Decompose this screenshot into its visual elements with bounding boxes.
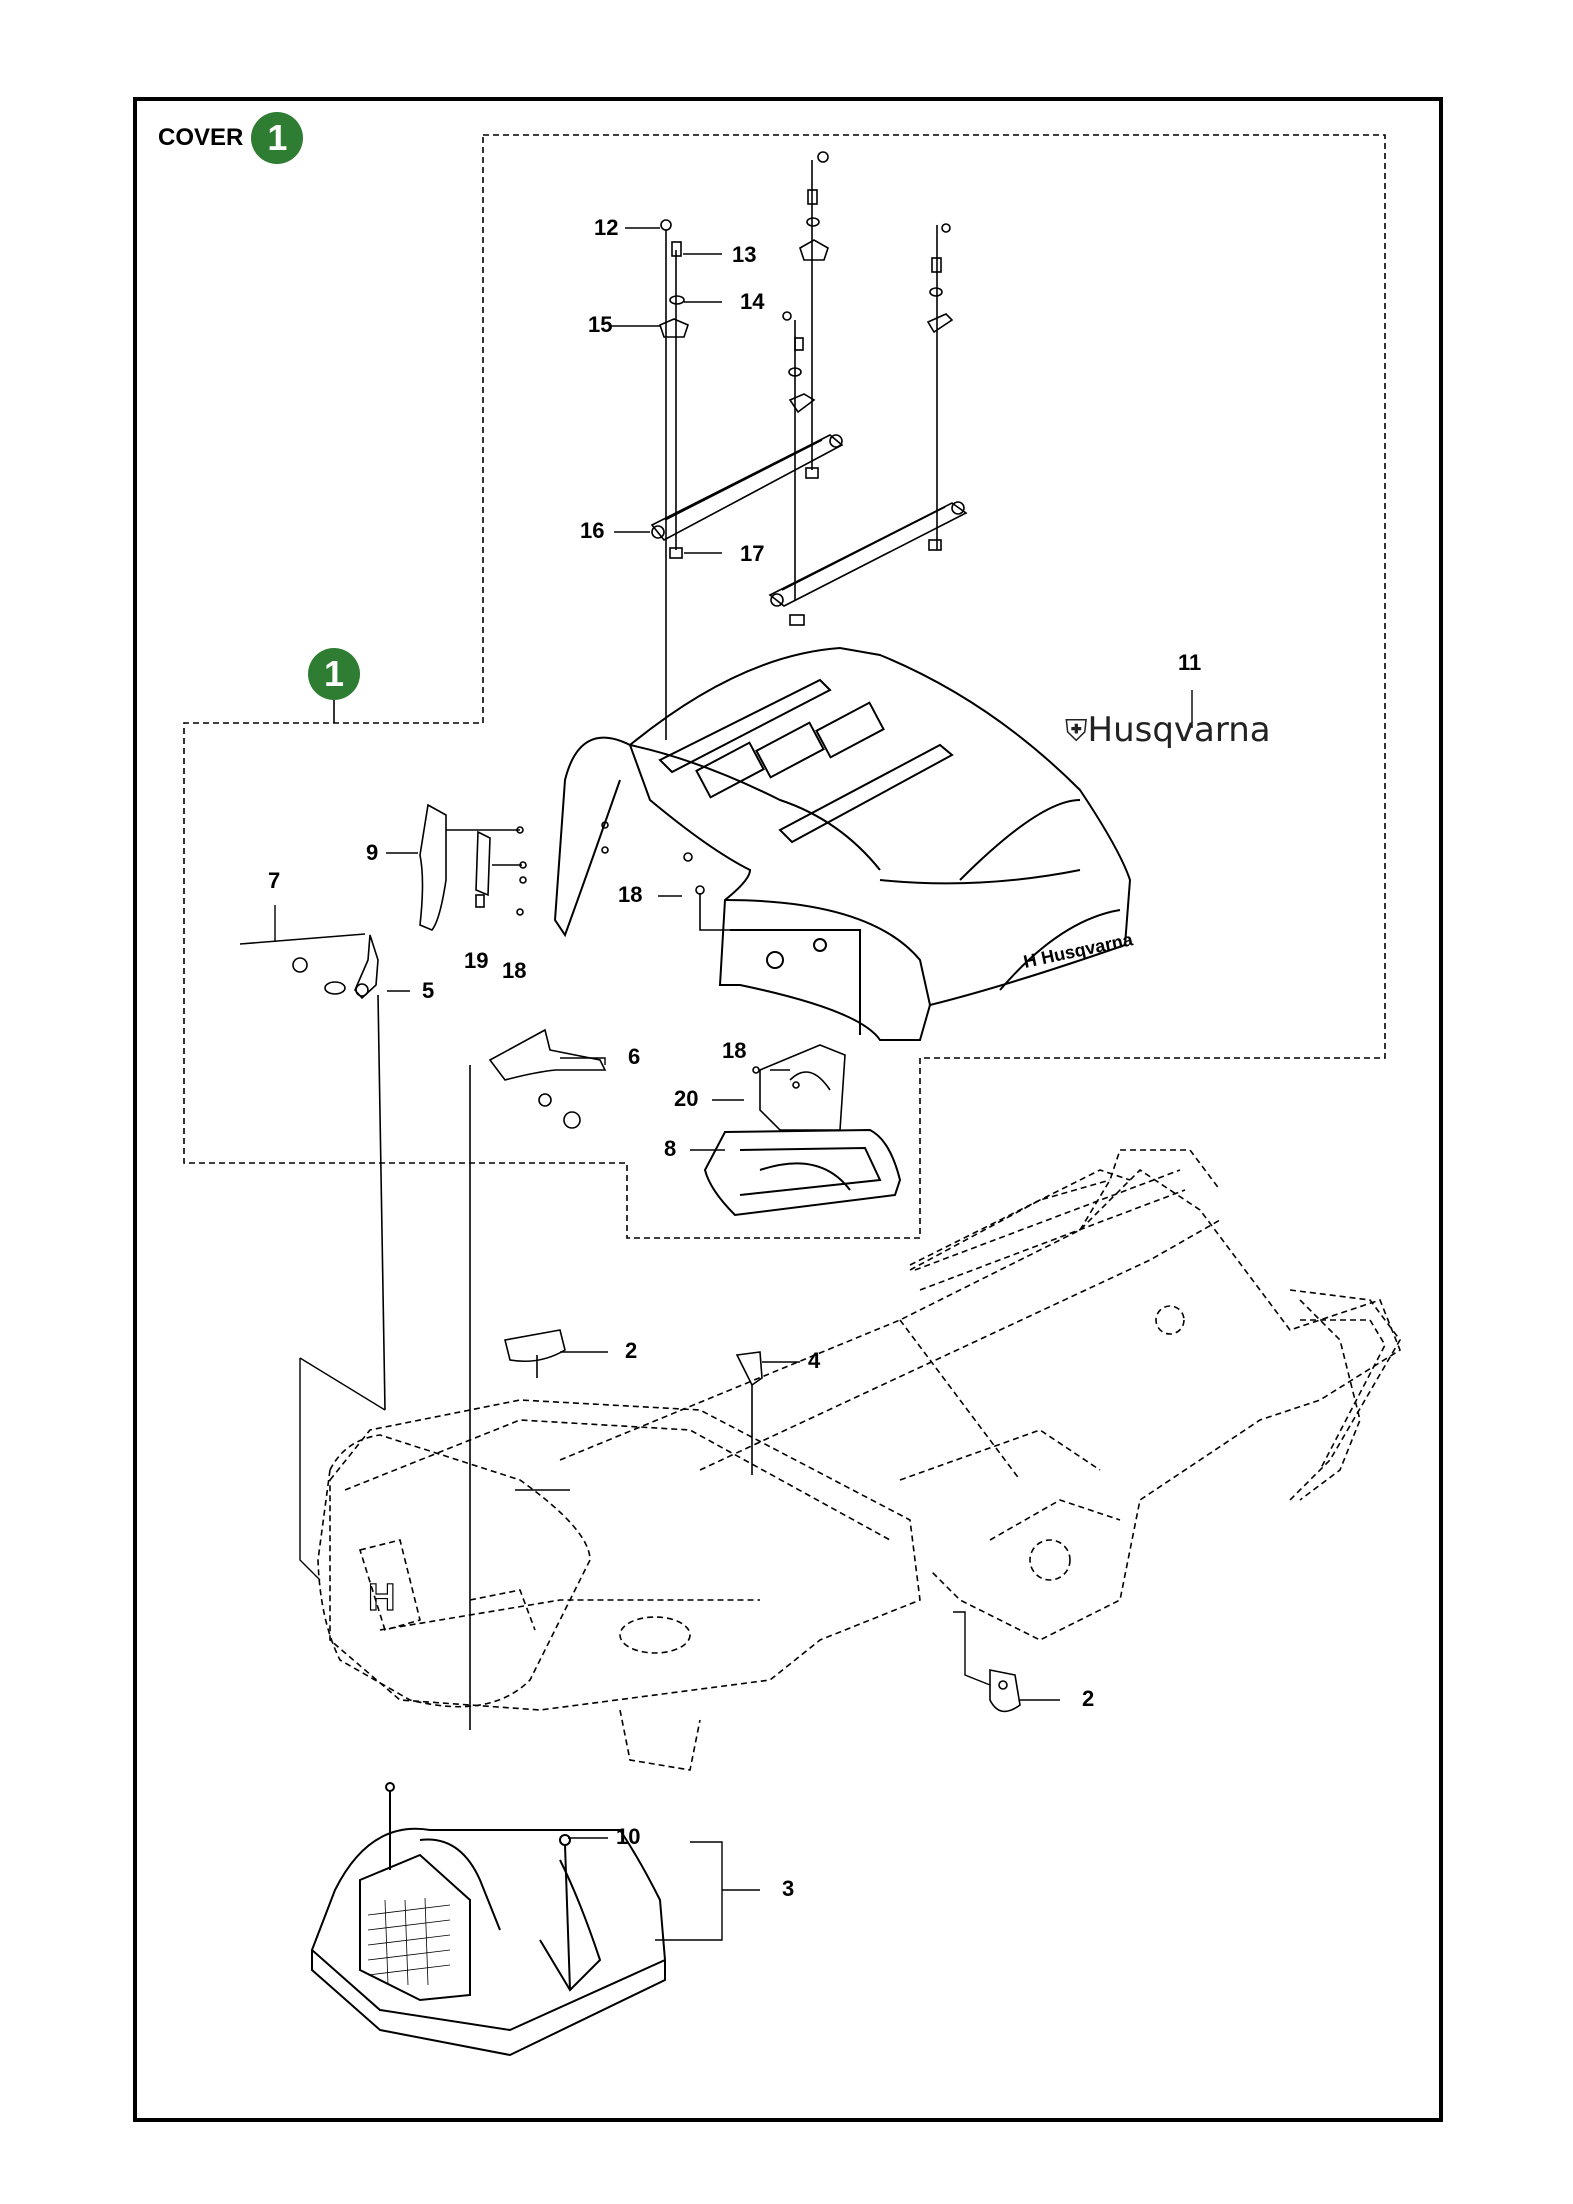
logo-wordmark: Husqvarna [1087, 710, 1271, 750]
leader-lines [274, 227, 1193, 1941]
heading-badge: 1 [251, 112, 304, 164]
clip-top [504, 1329, 566, 1378]
callout-12: 12 [594, 215, 619, 240]
callout-5: 5 [422, 978, 435, 1003]
hood-brand-mark: H Husqvarna [1022, 929, 1136, 972]
logo-crown-icon: ⛨ [1065, 714, 1088, 749]
clip-side [989, 1669, 1021, 1713]
hinge-clip [735, 1351, 763, 1475]
callout-18-upper: 18 [618, 882, 643, 907]
hood-screw-b [601, 846, 609, 854]
group-badge: 1 [308, 648, 360, 700]
callout-3: 3 [782, 1876, 795, 1901]
hood-screw-a [601, 821, 609, 829]
fastener-column-right [926, 223, 954, 551]
section-heading: COVER 1 [158, 112, 304, 164]
diagram-frame [133, 97, 1443, 2122]
callout-16: 16 [580, 518, 605, 543]
heading-label: COVER [158, 124, 244, 151]
pivot-bracket [239, 933, 386, 1411]
fastener-column-center [782, 151, 829, 626]
callout-19: 19 [464, 948, 489, 973]
fastener-column-left [659, 219, 689, 740]
support-bar-upper [650, 434, 844, 542]
husqvarna-logo: ⛨Husqvarna [1065, 710, 1271, 750]
callout-2-top: 2 [625, 1338, 638, 1363]
callout-13: 13 [732, 242, 757, 267]
support-bar-lower [768, 501, 968, 607]
hood-screw-d [695, 885, 705, 895]
assembly-group-outline [183, 134, 1386, 1239]
callout-7: 7 [268, 868, 281, 893]
callout-6: 6 [628, 1044, 641, 1069]
hood-screw-leader [699, 893, 730, 931]
callout-14: 14 [740, 289, 765, 314]
angle-bracket [469, 1028, 607, 1730]
callout-20: 20 [674, 1086, 699, 1111]
callout-10: 10 [616, 1824, 641, 1849]
bottom-engine-cover [310, 1782, 667, 2057]
callout-9: 9 [366, 840, 379, 865]
hood-cover [553, 646, 1132, 1041]
hood-screw-c [683, 852, 693, 862]
callout-4: 4 [808, 1348, 821, 1373]
front-brand-mark: H [368, 1577, 395, 1619]
engine-front-cover [317, 1434, 591, 1708]
callout-18-left: 18 [502, 958, 527, 983]
bracket-left-large [419, 803, 524, 931]
bracket-left-small [475, 830, 527, 916]
bottom-cover-grille [367, 1897, 451, 1986]
lower-dash-cover [703, 1128, 902, 1217]
chassis-frame [329, 1149, 1401, 1771]
callout-11: 11 [1178, 650, 1202, 675]
callout-2-side: 2 [1082, 1686, 1095, 1711]
dash-panel [752, 1044, 846, 1131]
callout-17: 17 [740, 541, 765, 566]
callout-8: 8 [664, 1136, 677, 1161]
front-handle-bar [914, 1169, 1401, 1501]
callout-15: 15 [588, 312, 613, 337]
callout-18-lower: 18 [722, 1038, 747, 1063]
